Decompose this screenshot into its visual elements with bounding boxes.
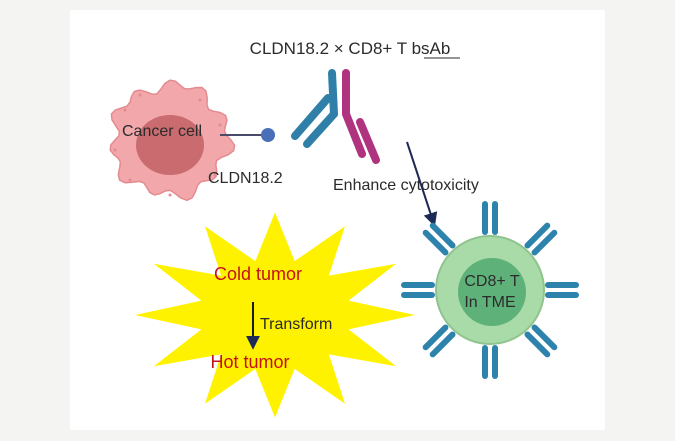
antibody-arm-right-outer: [356, 118, 380, 164]
cancer-cell-dots: [113, 93, 222, 197]
action-label: Enhance cytotoxicity: [333, 177, 479, 194]
tcell-receptor-icon: [524, 222, 558, 256]
antibody-arm-left-inner: [303, 110, 338, 148]
tumor-starburst: [135, 212, 415, 418]
cancer-cell-label: Cancer cell: [122, 123, 202, 140]
tcell-receptor-icon: [482, 345, 498, 379]
cancer-cell: [109, 79, 236, 202]
tcell-label-line1: CD8+ T: [464, 273, 520, 290]
tcell-receptor-icon: [545, 282, 579, 298]
tcell-receptors: [401, 201, 579, 379]
tcell-receptor-icon: [482, 201, 498, 235]
tcell-nucleus: [458, 258, 526, 326]
tcell-receptor-icon: [422, 222, 456, 256]
tcell-receptor-icon: [401, 282, 435, 298]
antigen-knob: [261, 128, 275, 142]
cytotoxicity-arrow: [406, 141, 438, 227]
diagram-canvas: CLDN18.2 × CD8+ T bsAb Cancer cell CLDN1…: [109, 39, 579, 418]
tcell-label-line2: In TME: [464, 294, 515, 311]
transform-label: Transform: [260, 316, 332, 333]
hot-tumor-label: Hot tumor: [210, 352, 289, 372]
antibody-arm-right-inner: [342, 110, 366, 158]
antibody-arm-left-outer: [291, 94, 332, 140]
antibody-stem-blue: [328, 69, 338, 118]
tcell-receptor-icon: [524, 324, 558, 358]
diagram-title: CLDN18.2 × CD8+ T bsAb: [250, 39, 451, 58]
cancer-cell-nucleus: [136, 115, 204, 175]
cold-tumor-label: Cold tumor: [214, 264, 302, 284]
antigen-label: CLDN18.2: [208, 170, 283, 187]
tcell-receptor-icon: [422, 324, 456, 358]
bispecific-antibody: [291, 69, 380, 164]
diagram-figure: CLDN18.2 × CD8+ T bsAb Cancer cell CLDN1…: [70, 10, 605, 430]
